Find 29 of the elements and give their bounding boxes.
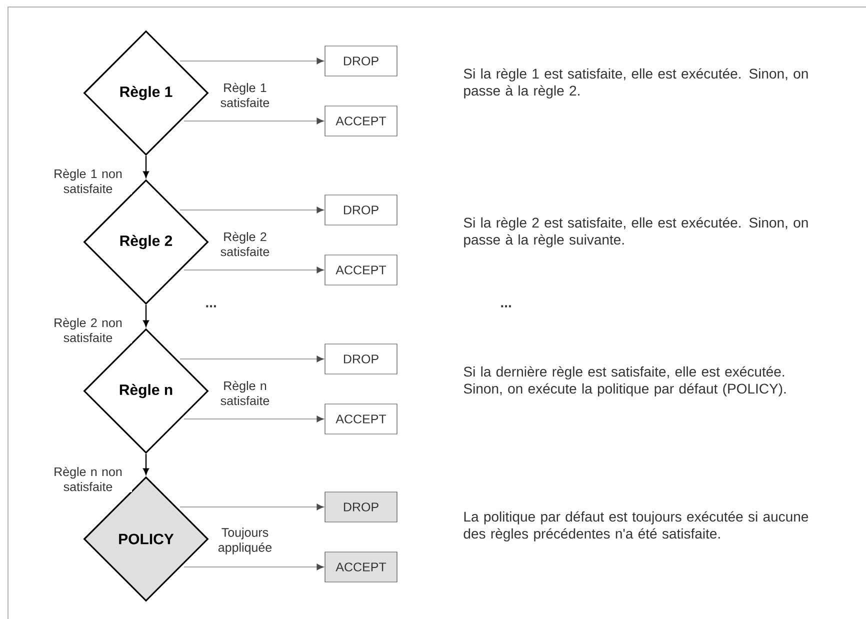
arrow [143,304,149,327]
arrow [180,206,324,214]
description-text: Si la dernière règle est satisfaite, elle est exécutée. Sinon, on exécute la politique par défaut (POLICY). [464,366,786,396]
arrow [180,504,324,510]
action-box: ACCEPT [324,254,398,286]
arrow [184,564,324,570]
arrow [180,356,324,362]
action-box: ACCEPT [324,552,398,582]
arrow [143,156,149,178]
action-box: DROP [324,344,398,374]
arrow [180,58,324,64]
arrow [184,266,324,274]
action-box: ACCEPT [324,106,398,136]
condition-label: Règle 1 satisfaite [220,82,270,108]
condition-label: Règle n satisfaite [220,380,270,406]
action-box: DROP [324,492,398,522]
ellipsis-text: ... [501,305,511,308]
action-box: DROP [324,46,398,76]
arrow [184,416,324,422]
action-box: ACCEPT [324,404,398,434]
description-text: La politique par défaut est toujours exécutée si aucune des règles précédentes n'a été satisfaite. [464,511,808,542]
ellipsis-text: ... [206,305,216,308]
condition-label: Règle 2 satisfaite [220,232,270,256]
action-box: DROP [324,194,398,226]
arrow [184,118,324,124]
arrow [143,454,149,475]
condition-label: Toujours appliquée [218,528,272,554]
description-text: Si la règle 2 est satisfaite, elle est exécutée. Sinon, on passe à la règle suivante. [464,217,808,248]
description-text: Si la règle 1 est satisfaite, elle est exécutée. Sinon, on passe à la règle 2. [464,68,808,98]
